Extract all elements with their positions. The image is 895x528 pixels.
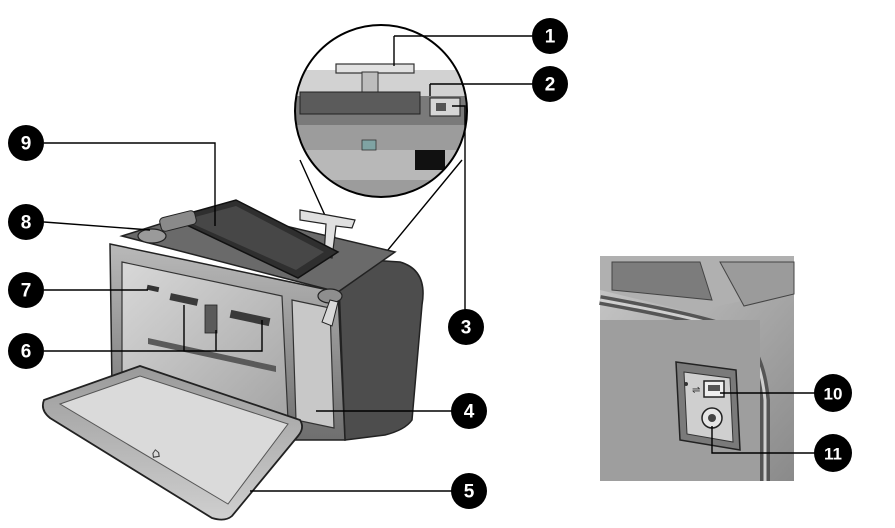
callout-8-label: 8 (21, 213, 32, 234)
callout-5: 5 (451, 473, 487, 509)
callout-11: 11 (814, 434, 852, 472)
callout-9: 9 (8, 125, 44, 161)
callout-3: 3 (448, 309, 484, 345)
callout-7-label: 7 (21, 281, 32, 302)
callout-8: 8 (8, 204, 44, 240)
callout-2: 2 (532, 66, 568, 102)
power-button (138, 229, 166, 243)
callout-5-label: 5 (464, 482, 475, 503)
callout-11-label: 11 (824, 445, 842, 464)
callout-2-label: 2 (545, 75, 556, 96)
zoom-inset (290, 20, 480, 262)
callout-1-label: 1 (545, 27, 556, 48)
callout-9-label: 9 (21, 134, 32, 155)
side-detail-photo: ⇌ (600, 256, 794, 481)
printer-illustration: ⌂ (43, 200, 423, 520)
callout-4-label: 4 (464, 402, 475, 423)
callout-10-label: 10 (824, 385, 843, 404)
callout-3-label: 3 (461, 318, 472, 339)
callout-4: 4 (451, 393, 487, 429)
zoom-inset-content (290, 20, 480, 215)
callout-10: 10 (814, 374, 852, 412)
memory-slot-3 (205, 305, 217, 333)
callout-6-label: 6 (21, 342, 32, 363)
callout-1: 1 (532, 18, 568, 54)
printer-right-side (338, 258, 423, 440)
usb-icon: ⇌ (692, 385, 700, 396)
leader-8 (44, 222, 150, 230)
callout-7: 7 (8, 272, 44, 308)
callout-6: 6 (8, 333, 44, 369)
